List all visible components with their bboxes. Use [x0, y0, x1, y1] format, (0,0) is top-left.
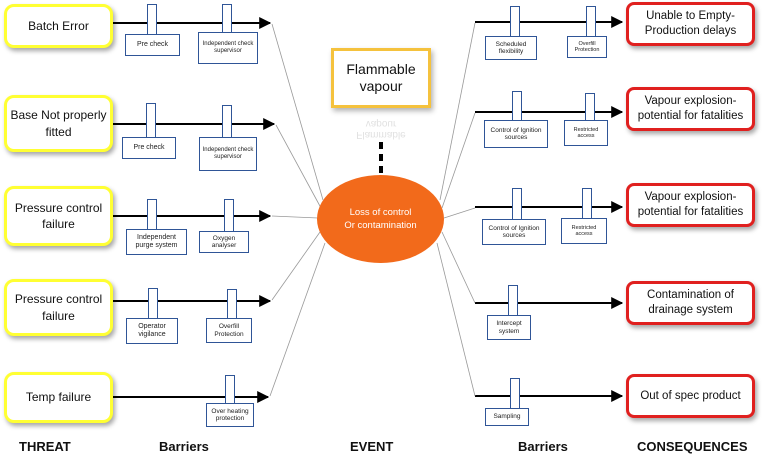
left-barrier-2-1: Pre check	[122, 137, 176, 159]
barrier-marker	[582, 188, 592, 221]
fan-line-left-1	[271, 23, 324, 201]
header-event: EVENT	[350, 439, 394, 454]
left-barrier-5-1: Over heating protection	[206, 403, 254, 427]
top-event: Loss of control Or contamination	[317, 175, 444, 263]
consequence-4: Contamination of drainage system	[626, 281, 755, 325]
fan-line-right-4	[441, 231, 476, 304]
fan-line-left-5	[269, 242, 326, 397]
barrier-marker	[146, 103, 156, 141]
header-barriers-left: Barriers	[159, 439, 209, 454]
right-barrier-1-2: Overfill Protection	[567, 36, 607, 58]
left-barrier-1-2: Independent check supervisor	[198, 32, 258, 64]
fan-line-right-5	[436, 242, 476, 397]
header-threat: THREAT	[19, 439, 71, 454]
right-barrier-3-1: Control of Ignition sources	[482, 219, 546, 245]
right-barrier-3-2: Restricted access	[561, 218, 607, 244]
right-barrier-2-2: Restricted access	[564, 120, 608, 146]
threat-5: Temp failure	[4, 372, 113, 423]
threat-2: Base Not properly fitted	[4, 95, 113, 152]
right-barrier-2-1: Control of Ignition sources	[484, 120, 548, 148]
barrier-marker	[508, 285, 518, 318]
consequence-3: Vapour explosion- potential for fataliti…	[626, 183, 755, 227]
fan-line-right-2	[441, 112, 476, 209]
barrier-marker	[224, 199, 234, 233]
threat-4: Pressure control failure	[4, 279, 113, 336]
fan-line-left-4	[271, 231, 321, 301]
top-event-line-2: Or contamination	[344, 220, 417, 231]
consequence-1: Unable to Empty- Production delays	[626, 2, 755, 46]
threat-1: Batch Error	[4, 4, 113, 48]
consequence-5: Out of spec product	[626, 374, 755, 418]
header-consequences: CONSEQUENCES	[637, 439, 748, 454]
barrier-marker	[512, 188, 522, 222]
header-barriers-right: Barriers	[518, 439, 568, 454]
right-barrier-4-1: Intercept system	[487, 315, 531, 340]
left-barrier-4-2: Overfill Protection	[206, 318, 252, 343]
barrier-marker	[147, 199, 157, 233]
hazard-reflection: Flammable vapour	[356, 118, 406, 140]
barrier-marker	[148, 288, 158, 322]
barrier-marker	[510, 6, 520, 40]
barrier-marker	[225, 375, 235, 406]
hazard-box: Flammable vapour	[331, 48, 431, 108]
right-barrier-5-1: Sampling	[485, 408, 529, 426]
fan-line-left-3	[271, 215, 319, 219]
left-barrier-2-2: Independent check supervisor	[199, 137, 257, 171]
right-barrier-1-1: Scheduled flexibility	[485, 36, 537, 60]
barrier-marker	[586, 6, 596, 40]
fan-line-left-2	[275, 124, 322, 209]
fan-line-right-1	[439, 22, 476, 201]
threat-3: Pressure control failure	[4, 186, 113, 246]
left-barrier-4-1: Operator vigilance	[126, 318, 178, 344]
left-barrier-1-1: Pre check	[125, 34, 180, 56]
fan-line-right-3	[443, 207, 476, 219]
left-barrier-3-1: Independent purge system	[126, 229, 187, 255]
barrier-marker	[222, 105, 232, 141]
left-barrier-3-2: Oxygen analyser	[199, 231, 249, 253]
barrier-marker	[510, 378, 520, 411]
top-event-line-1: Loss of control	[349, 206, 412, 218]
consequence-2: Vapour explosion- potential for fataliti…	[626, 87, 755, 131]
